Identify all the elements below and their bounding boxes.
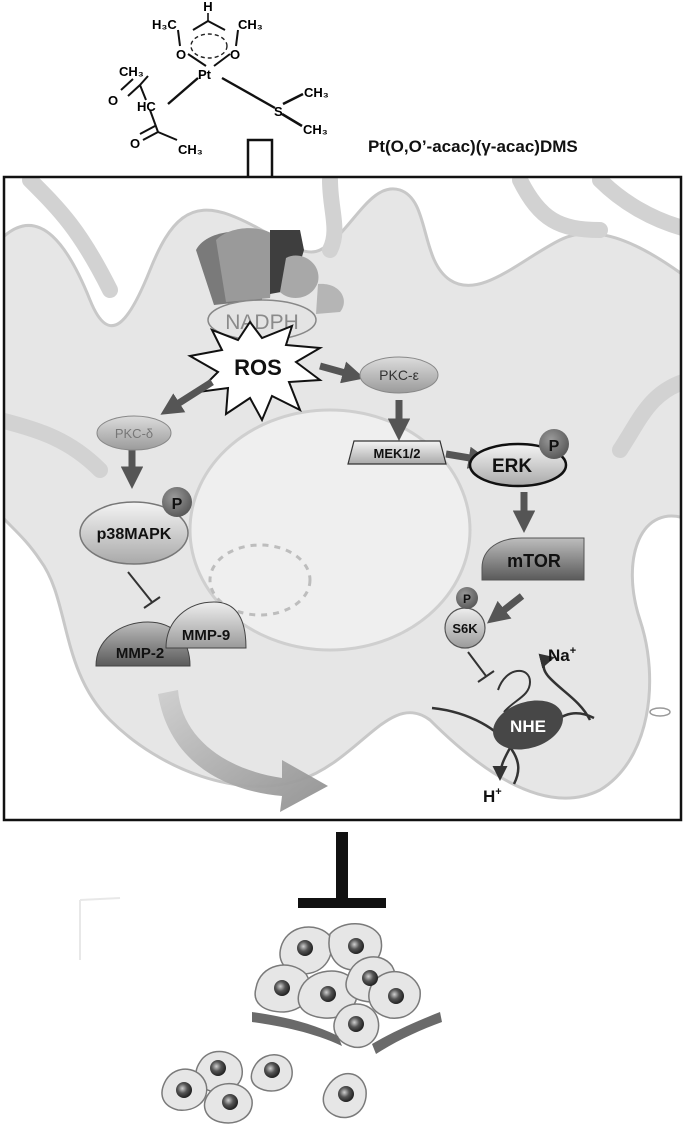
molecule-structure: H H₃C CH₃ O O Pt CH₃ O HC S CH₃ CH₃ O CH… xyxy=(108,0,329,157)
compound-name: Pt(O,O’-acac)(γ-acac)DMS xyxy=(368,137,578,156)
pkc-epsilon-label: PKC-ε xyxy=(379,367,419,383)
ros-label: ROS xyxy=(234,355,282,380)
nadph-label: NADPH xyxy=(225,311,299,334)
p38-label: p38MAPK xyxy=(97,526,172,543)
nhe-transporter: NHE Na+ H+ xyxy=(431,645,595,806)
atom-ch3-s-top: CH₃ xyxy=(304,85,329,100)
atom-ch3-bottom: CH₃ xyxy=(178,142,203,157)
tumor-cells xyxy=(79,897,442,1124)
erk-phospho-label: P xyxy=(549,438,560,455)
arrow-ros-to-pkc-delta xyxy=(160,379,214,415)
inhibition-tbar xyxy=(298,832,386,908)
pkc-delta-node: PKC-δ xyxy=(96,415,172,451)
erk-node: ERK P xyxy=(468,429,569,488)
atom-ch3-top-right: CH₃ xyxy=(238,17,263,32)
inhibit-p38-mmp xyxy=(127,571,161,609)
na-influx-arrow xyxy=(538,653,592,721)
h-superscript: + xyxy=(495,786,501,798)
atom-o-carbonyl-top: O xyxy=(108,93,118,108)
atom-pt: Pt xyxy=(198,67,212,82)
inhibit-s6k-nhe xyxy=(467,651,495,683)
s6k-phospho-label: P xyxy=(463,592,471,606)
na-path-loop xyxy=(497,669,532,713)
atom-o-right: O xyxy=(230,47,240,62)
pt-s-bond xyxy=(221,76,276,110)
p38-node: p38MAPK P xyxy=(79,487,192,565)
migration-arrow xyxy=(158,690,328,812)
p38-phospho-label: P xyxy=(172,496,183,513)
atom-ch3-s-bottom: CH₃ xyxy=(303,122,328,137)
gamma-acac-bonds xyxy=(120,75,178,141)
atom-o-left: O xyxy=(176,47,186,62)
basement-membrane xyxy=(252,1012,342,1046)
inhibition-marks xyxy=(127,571,495,683)
ros-burst: ROS xyxy=(187,320,324,423)
mtor-label: mTOR xyxy=(507,551,561,571)
pkc-delta-label: PKC-δ xyxy=(115,426,153,441)
atom-h: H xyxy=(203,0,212,14)
mmp-nodes: MMP-2 MMP-9 xyxy=(95,601,247,667)
pkc-epsilon-node: PKC-ε xyxy=(359,356,439,394)
pathway-arrows xyxy=(120,361,536,624)
svg-text:Na+: Na+ xyxy=(548,645,576,665)
mek-node: MEK1/2 xyxy=(347,440,447,465)
acac-ring-bonds xyxy=(177,20,239,67)
s6k-node: S6K P xyxy=(444,587,486,649)
cell-panel xyxy=(2,175,683,822)
na-superscript: + xyxy=(570,645,576,657)
nhe-label: NHE xyxy=(510,717,546,736)
membrane-curve xyxy=(431,706,520,785)
atom-hc: HC xyxy=(137,99,156,114)
delocalized-ring xyxy=(190,33,228,59)
arrow-ros-to-pkc-epsilon xyxy=(319,361,365,384)
nadph-oxidase: NADPH xyxy=(196,228,344,341)
mtor-node: mTOR xyxy=(481,537,585,581)
mmp2-label: MMP-2 xyxy=(116,645,164,662)
na-label: Na xyxy=(548,646,570,665)
atom-h3c-left: H₃C xyxy=(152,17,177,32)
pt-c-bond xyxy=(167,77,199,105)
mmp2-dome xyxy=(95,621,191,667)
svg-text:H+: H+ xyxy=(483,786,502,806)
nucleus xyxy=(188,408,472,652)
mek-label: MEK1/2 xyxy=(374,446,421,461)
atom-s: S xyxy=(274,104,283,119)
mmp9-label: MMP-9 xyxy=(182,627,230,644)
erk-label: ERK xyxy=(492,456,532,477)
mmp9-dome xyxy=(165,601,247,649)
arrow-mtor-to-s6k xyxy=(486,593,525,624)
s6k-label: S6K xyxy=(452,621,478,636)
atom-o-carbonyl-bottom: O xyxy=(130,136,140,151)
h-label: H xyxy=(483,787,495,806)
atom-ch3-top: CH₃ xyxy=(119,64,144,79)
dms-bonds xyxy=(281,92,304,128)
